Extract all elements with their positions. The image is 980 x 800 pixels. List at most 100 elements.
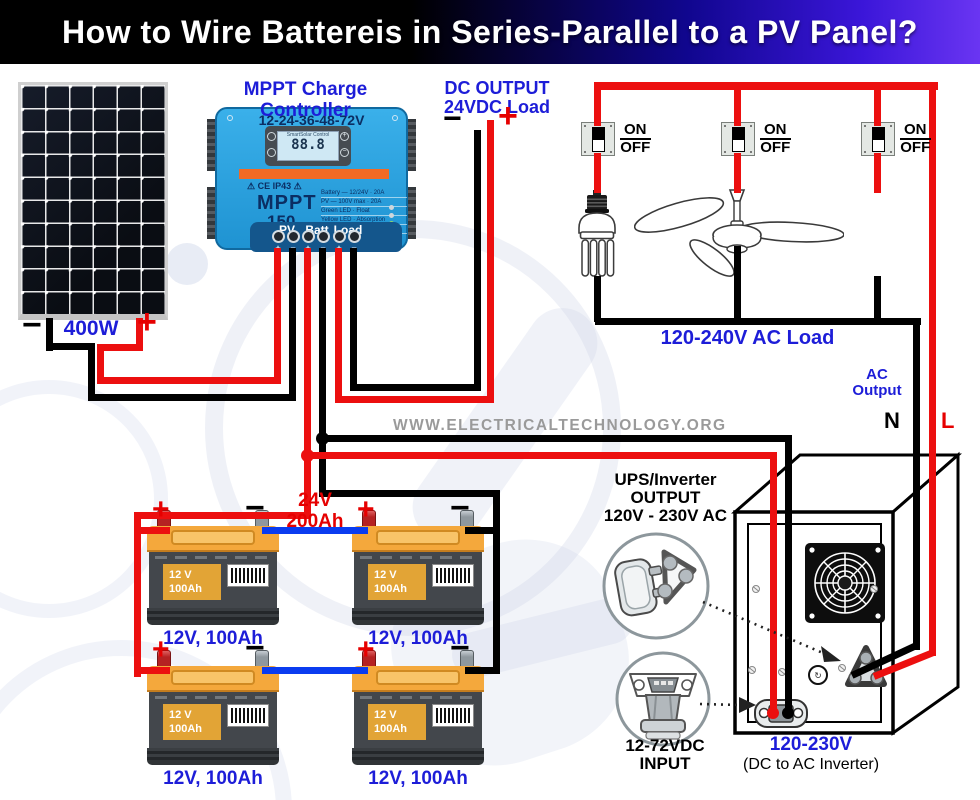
ac-output-label: AC Output: [845, 366, 909, 399]
load-minus-terminal: [348, 230, 361, 243]
pv-negative-wire: [46, 343, 95, 350]
status-led: [389, 205, 394, 210]
watermark-dot: [166, 243, 208, 285]
load-positive-wire: [335, 248, 342, 403]
battery-negative-tap: [465, 667, 500, 674]
load-negative-wire: [474, 130, 481, 391]
ac-output-line1: AC: [866, 366, 888, 383]
switch1-onoff-label: ON OFF: [620, 122, 651, 155]
wire-end-dot: [782, 707, 794, 719]
pv-negative-wire: [289, 248, 296, 401]
power-button: [808, 665, 828, 685]
switch-screw: [890, 125, 892, 127]
heatsink-fin: [207, 119, 216, 171]
battery-positive-tap: [134, 667, 170, 674]
ceiling-fan-icon: [634, 189, 844, 277]
switch-screw: [890, 151, 892, 153]
on-label: ON: [760, 122, 791, 140]
on-label: ON: [900, 122, 931, 140]
switch-toggle[interactable]: [732, 127, 745, 152]
on-label: ON: [620, 122, 651, 140]
title-bar: How to Wire Battereis in Series-Parallel…: [0, 0, 980, 64]
solar-plus-sign: +: [137, 303, 157, 341]
ac-line-drop: [874, 82, 881, 126]
series-link-wire: [262, 527, 368, 534]
ac-neutral-drop: [594, 276, 601, 322]
switch-toggle[interactable]: [592, 127, 605, 152]
battery-volt: 12 V: [169, 709, 192, 721]
battery-vents: [155, 696, 271, 699]
battery-volt: 12 V: [374, 709, 397, 721]
dc-minus-sign: −: [443, 100, 462, 136]
ac-neutral-drop: [734, 246, 741, 322]
off-label: OFF: [900, 139, 931, 156]
battery4-minus: −: [450, 629, 470, 667]
battery1-minus: −: [245, 489, 265, 527]
off-label: OFF: [620, 139, 651, 156]
lcd-screen: SmartSolar Control 88.8: [277, 131, 339, 161]
battery4-caption: 12V, 100Ah: [368, 768, 468, 789]
solar-panel: [18, 82, 168, 320]
battery-handle: [171, 670, 255, 685]
switch-toggle[interactable]: [872, 127, 885, 152]
page-title: How to Wire Battereis in Series-Parallel…: [62, 13, 918, 50]
ac-line-wire: [929, 82, 936, 656]
switch-screw: [750, 125, 752, 127]
dc-output-line2: 24VDC Load: [443, 97, 551, 118]
ac-line-drop: [874, 153, 881, 193]
battery-handle: [376, 670, 460, 685]
svg-text:↻: ↻: [814, 672, 822, 682]
pv-minus-terminal: [287, 230, 300, 243]
battery-base: [352, 608, 484, 625]
battery-negative-wire: [785, 435, 792, 716]
battery2-plus: +: [357, 493, 375, 526]
lcd-reading: 88.8: [291, 137, 325, 153]
pv-positive-wire: [274, 248, 281, 384]
battery-negative-bus: [493, 490, 500, 674]
heatsink-fin: [407, 119, 416, 171]
inverter-input-heading: 12-72VDC INPUT: [613, 737, 717, 773]
status-led: [389, 213, 394, 218]
load-negative-wire: [350, 248, 357, 391]
solar-minus-sign: −: [22, 306, 42, 344]
barcode: [227, 704, 269, 727]
pv-negative-wire: [46, 318, 53, 351]
ac-neutral-drop: [874, 276, 881, 322]
battery-handle: [171, 530, 255, 545]
toggle-switch-2[interactable]: [721, 122, 755, 156]
battery2-caption: 12V, 100Ah: [368, 628, 468, 649]
switch-screw: [750, 151, 752, 153]
battery-negative-wire: [319, 435, 792, 442]
mppt-heading: MPPT Charge Controller: [243, 79, 368, 121]
battery-vents: [360, 696, 476, 699]
series-link-wire: [262, 667, 368, 674]
battery-rating-plate: 12 V 100Ah: [368, 564, 426, 600]
battery-3: 12 V 100Ah: [147, 650, 279, 765]
screw-icon: [227, 115, 233, 121]
setup-button[interactable]: [267, 148, 276, 157]
inverter-output-line3: 120V - 230V AC: [603, 506, 728, 525]
battery-body: 12 V 100Ah: [354, 692, 482, 750]
toggle-switch-1[interactable]: [581, 122, 615, 156]
plus-button[interactable]: +: [340, 132, 349, 141]
neutral-label: N: [884, 408, 900, 433]
mppt-model-name: MPPT: [257, 192, 317, 214]
junction-dot: [316, 432, 329, 445]
battery3-caption: 12V, 100Ah: [163, 768, 263, 789]
heatsink-fin: [407, 187, 416, 239]
battery3-plus: +: [152, 633, 170, 666]
inverter-caption-desc: (DC to AC Inverter): [742, 755, 880, 773]
switch-screw: [610, 125, 612, 127]
ac-neutral-wire: [913, 318, 920, 650]
select-button[interactable]: [267, 132, 276, 141]
battery-top: [352, 526, 484, 552]
inverter-input-line2: INPUT: [639, 754, 691, 773]
ac-load-label: 120-240V AC Load: [660, 327, 835, 349]
minus-button[interactable]: −: [340, 148, 349, 157]
toggle-switch-3[interactable]: [861, 122, 895, 156]
spec-line: Green LED · Float: [321, 207, 407, 216]
switch-screw: [724, 151, 726, 153]
battery-4: 12 V 100Ah: [352, 650, 484, 765]
batt-minus-terminal: [317, 230, 330, 243]
battery1-caption: 12V, 100Ah: [163, 628, 263, 649]
